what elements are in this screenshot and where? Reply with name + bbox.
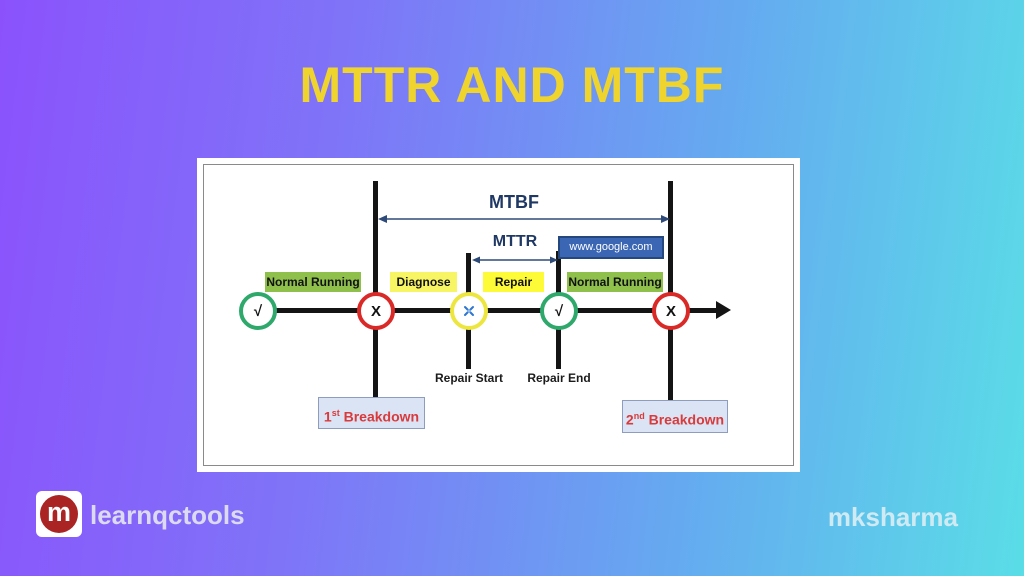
mttr-label: MTTR [492,233,538,250]
marker-under-repair [450,292,488,330]
repair-tools-icon [464,306,474,316]
x-glyph: X [370,302,381,320]
author-name: mksharma [827,502,958,532]
timeline-arrowhead-icon [716,301,731,319]
breakdown1-ordinal: st [331,408,340,418]
marker-running-ok-2: √ [540,292,578,330]
breakdown2-ordinal: nd [633,411,645,421]
check-glyph: √ [253,302,263,320]
repair-start-label: Repair Start [434,371,504,385]
mttr-span-arrow-icon [472,256,558,264]
marker-breakdown-2: X [652,292,690,330]
breakdown2-text: Breakdown [644,411,725,428]
breakdown1-box: 1st Breakdown [318,397,425,429]
repair-end-label: Repair End [527,371,591,385]
diagram-panel: MTBF MTTR www.google.com Normal Running … [197,158,800,472]
marker-running-ok-1: √ [239,292,277,330]
breakdown2-box: 2nd Breakdown [622,400,728,433]
breakdown1-line [373,181,378,399]
watermark-box: www.google.com [558,236,664,259]
phase-normal-running-2: Normal Running [567,272,663,292]
phase-repair: Repair [483,272,544,292]
diagram-canvas: MTBF MTTR www.google.com Normal Running … [203,164,794,466]
mtbf-label: MTBF [489,192,539,212]
check-glyph: √ [554,302,564,320]
breakdown1-number: 1 [323,408,332,425]
logo-m-icon: m [40,495,78,533]
marker-breakdown-1: X [357,292,395,330]
mtbf-span-arrow-icon [378,215,670,223]
x-glyph: X [665,302,676,320]
brand-name: learnqctools [90,500,245,530]
phase-diagnose: Diagnose [390,272,457,292]
page-title: MTTR AND MTBF [299,57,725,113]
phase-normal-running-1: Normal Running [265,272,361,292]
breakdown2-number: 2 [625,411,634,428]
breakdown1-text: Breakdown [339,408,420,425]
brand-logo: m [36,491,82,537]
